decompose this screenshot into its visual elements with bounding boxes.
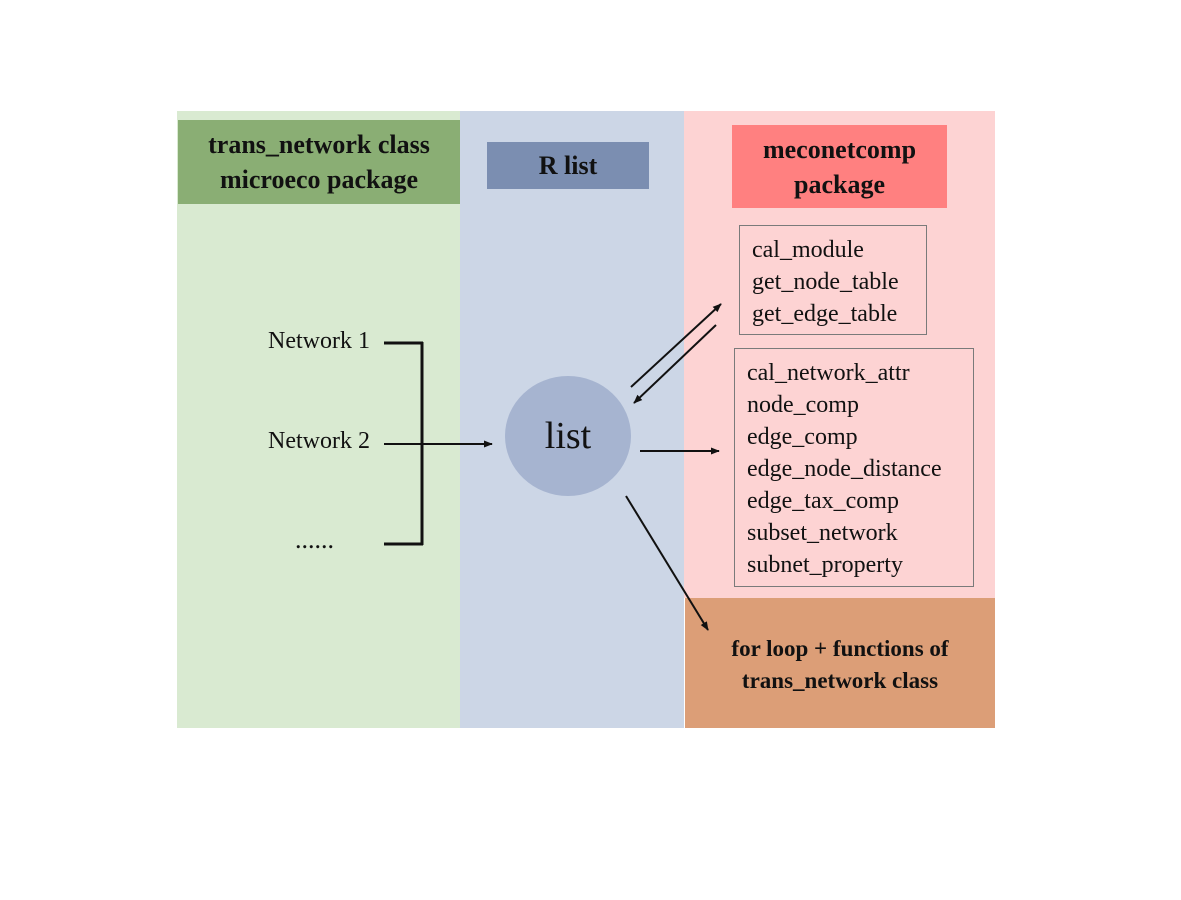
network-1-label: Network 1 xyxy=(268,328,370,354)
header-r-list-label: R list xyxy=(538,151,598,180)
function-item: get_node_table xyxy=(752,269,899,295)
arrow-module-functions-to-list xyxy=(633,324,717,404)
function-item: get_edge_table xyxy=(752,301,898,327)
arrow-list-to-module-functions xyxy=(630,303,722,388)
header-r-list: R list xyxy=(487,142,649,189)
header-meconetcomp: meconetcomp package xyxy=(732,125,947,208)
header-meconetcomp-line2: package xyxy=(794,169,885,199)
header-microeco: trans_network class microeco package xyxy=(178,120,460,204)
comparison-functions-box: cal_network_attr node_comp edge_comp edg… xyxy=(734,348,974,587)
network-more-label: ...... xyxy=(295,525,334,554)
function-item: node_comp xyxy=(747,392,859,418)
function-item: cal_module xyxy=(752,237,864,263)
for-loop-line1: for loop + functions of xyxy=(731,636,949,661)
function-item: edge_node_distance xyxy=(747,456,942,482)
list-node-label: list xyxy=(544,415,592,457)
panel-microeco xyxy=(177,111,460,728)
network-2-label: Network 2 xyxy=(268,428,370,454)
module-functions-box: cal_module get_node_table get_edge_table xyxy=(739,225,927,335)
header-microeco-line1: trans_network class xyxy=(208,130,430,159)
function-item: edge_tax_comp xyxy=(747,488,899,514)
function-item: cal_network_attr xyxy=(747,360,910,386)
for-loop-box: for loop + functions of trans_network cl… xyxy=(685,598,995,728)
for-loop-line2: trans_network class xyxy=(741,668,939,693)
function-item: edge_comp xyxy=(747,424,858,450)
arrow-list-to-for-loop xyxy=(625,495,709,631)
list-node: list xyxy=(505,376,631,496)
function-item: subnet_property xyxy=(747,552,903,578)
header-microeco-line2: microeco package xyxy=(219,165,419,194)
function-item: subset_network xyxy=(747,520,898,546)
header-meconetcomp-line1: meconetcomp xyxy=(762,134,917,164)
